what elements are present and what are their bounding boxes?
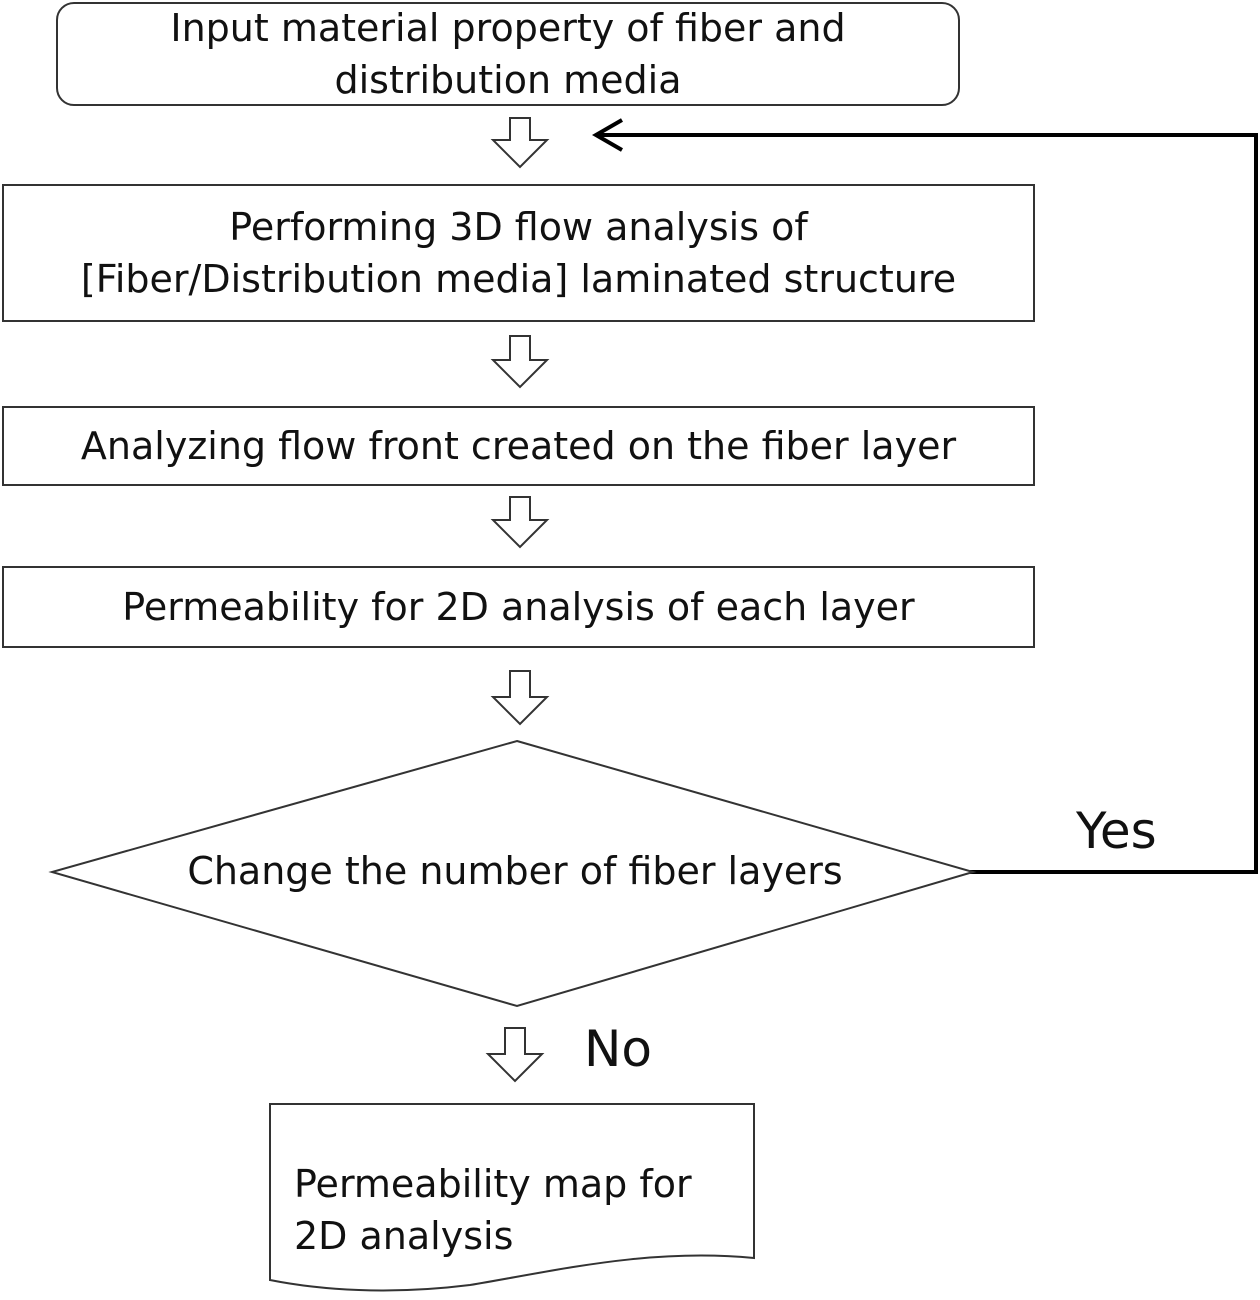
output-line-2: 2D analysis bbox=[294, 1214, 514, 1258]
decision-text: Change the number of fiber layers bbox=[187, 849, 843, 893]
input-node: Input material property of fiber and dis… bbox=[56, 2, 960, 106]
down-arrow-icon bbox=[490, 670, 550, 726]
flow-3d-node: Performing 3D flow analysis of [Fiber/Di… bbox=[2, 184, 1035, 322]
flow-3d-line-1: Performing 3D flow analysis of bbox=[229, 205, 808, 249]
down-arrow-icon bbox=[485, 1027, 545, 1083]
output-document-shape bbox=[269, 1103, 755, 1292]
down-arrow-icon bbox=[490, 496, 550, 549]
down-arrow-icon bbox=[490, 335, 550, 389]
permeability-2d-node: Permeability for 2D analysis of each lay… bbox=[2, 566, 1035, 648]
output-line-1: Permeability map for bbox=[294, 1162, 692, 1206]
flow-3d-line-2: [Fiber/Distribution media] laminated str… bbox=[80, 257, 957, 301]
flow-front-line-1: Analyzing flow front created on the fibe… bbox=[80, 424, 957, 468]
decision-diamond bbox=[48, 739, 977, 1008]
flow-front-node: Analyzing flow front created on the fibe… bbox=[2, 406, 1035, 486]
input-node-line-1: Input material property of fiber and bbox=[170, 6, 846, 50]
output-node-text: Permeability map for 2D analysis bbox=[294, 1158, 744, 1262]
down-arrow-icon bbox=[490, 117, 550, 169]
yes-loop-line bbox=[598, 133, 1258, 874]
no-label: No bbox=[584, 1020, 652, 1078]
permeability-2d-line-1: Permeability for 2D analysis of each lay… bbox=[122, 585, 915, 629]
yes-label: Yes bbox=[1076, 802, 1157, 860]
input-node-line-2: distribution media bbox=[334, 58, 682, 102]
arrow-head-icon bbox=[591, 118, 623, 152]
